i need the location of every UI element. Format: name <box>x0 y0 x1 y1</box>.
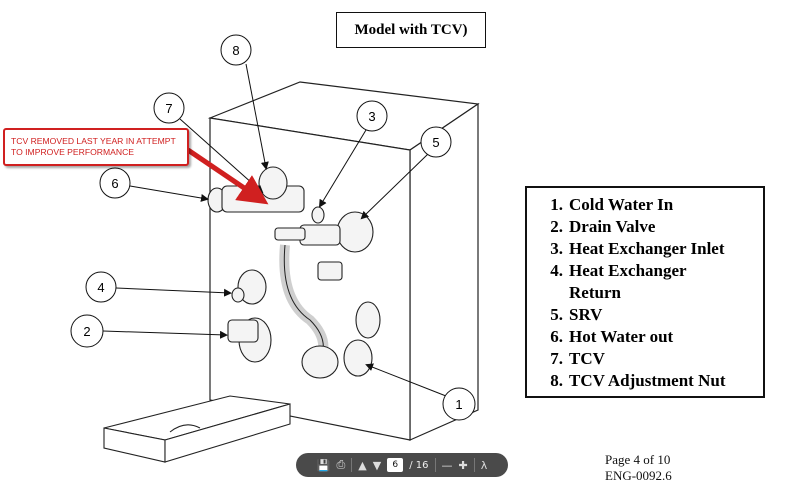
label-8: 8 <box>220 34 269 170</box>
legend-item: 2.Drain Valve <box>550 217 656 236</box>
svg-text:1: 1 <box>455 397 462 412</box>
parts-legend: 1.Cold Water In 2.Drain Valve 3.Heat Exc… <box>525 186 765 398</box>
cold-water-in-fitting <box>343 339 373 377</box>
drain-pan <box>103 395 291 463</box>
label-2: 2 <box>70 314 228 348</box>
document-id: ENG-0092.6 <box>605 468 672 483</box>
legend-item: 4.Heat Exchanger <box>550 261 687 280</box>
legend-item: 8.TCV Adjustment Nut <box>550 371 726 390</box>
heat-exchanger-inlet <box>311 206 325 224</box>
svg-text:4: 4 <box>97 280 104 295</box>
pdf-viewer-toolbar: 💾 ⎙ ▲ ▼ 6 / 16 — ✚ λ <box>296 453 508 477</box>
legend-item: 5.SRV <box>550 305 603 324</box>
acrobat-icon[interactable]: λ <box>480 458 488 472</box>
svg-text:3: 3 <box>368 109 375 124</box>
label-3: 3 <box>318 100 388 208</box>
callout-arrow <box>186 147 269 205</box>
page-number-input[interactable]: 6 <box>387 458 404 472</box>
svg-text:7: 7 <box>165 101 172 116</box>
legend-item: 1.Cold Water In <box>550 195 674 214</box>
svg-text:5: 5 <box>432 135 439 150</box>
label-1: 1 <box>365 363 476 421</box>
page-footer: Page 4 of 10 ENG-0092.6 <box>605 452 672 484</box>
save-icon[interactable]: 💾 <box>316 458 331 472</box>
zoom-in-icon[interactable]: ✚ <box>458 458 468 472</box>
legend-item: 7.TCV <box>550 349 605 368</box>
srv-valve <box>336 211 374 253</box>
callout-line-1: TCV REMOVED LAST YEAR IN ATTEMPT <box>11 136 176 146</box>
legend-item: Return <box>569 283 621 302</box>
label-6: 6 <box>99 167 209 202</box>
previous-page-icon[interactable]: ▲ <box>358 458 367 472</box>
callout-line-2: TO IMPROVE PERFORMANCE <box>11 147 135 157</box>
toolbar-divider <box>473 458 475 472</box>
legend-item: 3.Heat Exchanger Inlet <box>550 239 725 258</box>
heat-exchanger-return <box>237 269 267 305</box>
svg-text:2: 2 <box>83 324 90 339</box>
toolbar-divider <box>351 458 353 472</box>
page-number: Page 4 of 10 <box>605 452 671 467</box>
tcv-adjustment-nut <box>258 166 288 200</box>
print-icon[interactable]: ⎙ <box>336 458 346 471</box>
total-pages: / 16 <box>409 459 429 471</box>
toolbar-divider <box>434 458 436 472</box>
legend-item: 6.Hot Water out <box>550 327 674 346</box>
zoom-out-icon[interactable]: — <box>441 458 453 472</box>
label-5: 5 <box>360 126 452 220</box>
svg-text:6: 6 <box>111 176 118 191</box>
diagram-title: Model with TCV) <box>336 12 486 48</box>
tcv-removed-callout: TCV REMOVED LAST YEAR IN ATTEMPT TO IMPR… <box>3 128 189 166</box>
svg-text:8: 8 <box>232 43 239 58</box>
label-4: 4 <box>85 271 232 303</box>
next-page-icon[interactable]: ▼ <box>372 458 382 472</box>
